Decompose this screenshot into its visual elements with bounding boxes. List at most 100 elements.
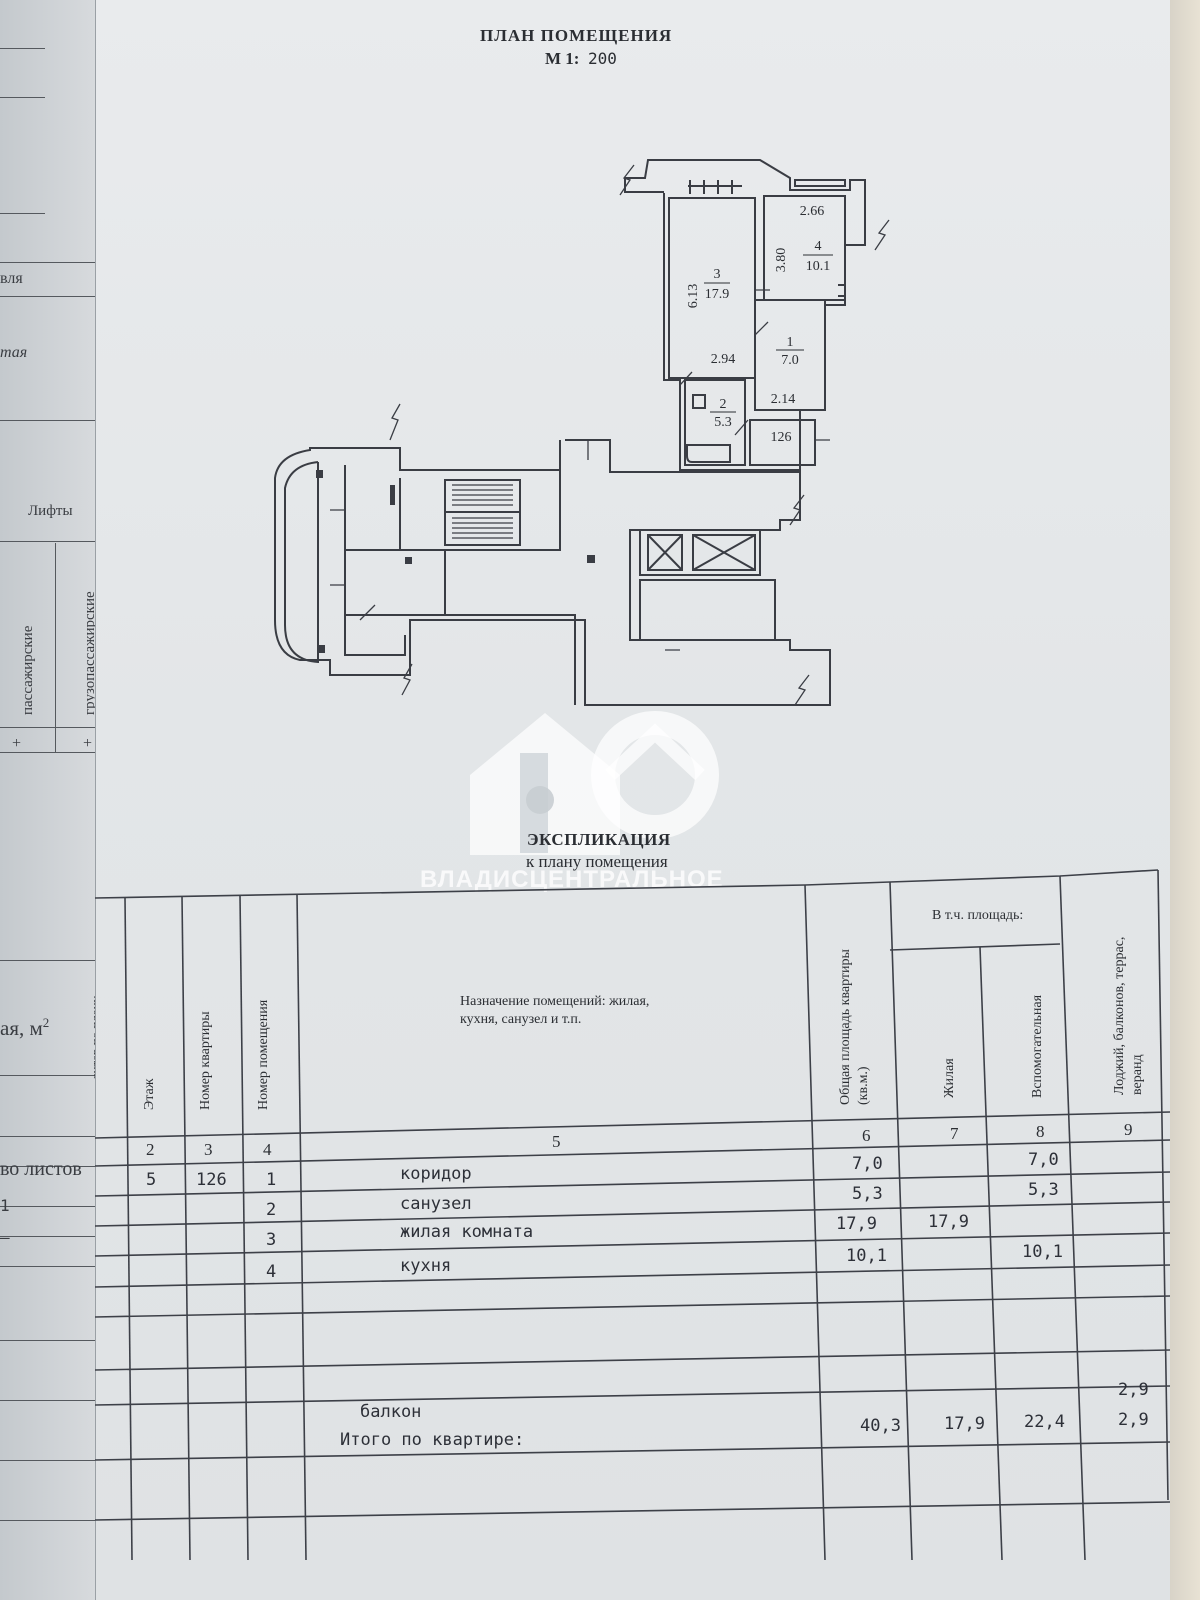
rule-line (0, 1206, 95, 1207)
plus-mark: + (12, 735, 22, 752)
total-area-sum: 40,3 (860, 1416, 901, 1436)
rule-line (0, 1236, 95, 1237)
inner-wall (345, 478, 576, 705)
rule-line (0, 1460, 95, 1461)
rule-line (0, 262, 100, 263)
plan-scale: М 1: 200 (545, 49, 617, 69)
cell-room-name: коридор (400, 1164, 472, 1184)
room-2-area: 5.3 (714, 415, 732, 430)
dimension-label: 6.13 (686, 284, 701, 309)
column-number: 3 (204, 1140, 213, 1159)
room-1-number: 1 (787, 335, 794, 350)
watermark-logo (470, 711, 719, 855)
cell-aux-area: 10,1 (1022, 1242, 1063, 1262)
apartment-number-label: 126 (771, 430, 792, 445)
column-mark (390, 485, 395, 505)
watermark-text: ВЛАДИСЦЕНТРАЛЬНОЕ (420, 866, 724, 893)
staircase (444, 479, 521, 546)
explication-subtitle: к плану помещения (526, 852, 668, 871)
header-auxiliary: Вспомогательная (1030, 994, 1045, 1098)
plan-title: ПЛАН ПОМЕЩЕНИЯ (480, 26, 673, 45)
break-mark (794, 674, 810, 706)
column-number: 8 (1036, 1122, 1045, 1141)
balcony-area-value: 2,9 (1118, 1380, 1149, 1400)
cell-room: 2 (266, 1200, 277, 1220)
total-balcony-sum: 2,9 (1118, 1410, 1149, 1430)
column-line (55, 543, 56, 753)
row-value: – (0, 1228, 10, 1247)
cell-room: 4 (266, 1262, 277, 1282)
lift-car (647, 534, 683, 571)
lifts-label: Лифты (28, 503, 73, 519)
rule-line (0, 1166, 95, 1167)
balcony-label: балкон (360, 1402, 422, 1422)
explication-title: ЭКСПЛИКАЦИЯ (527, 830, 671, 849)
digit-zero-icon (591, 711, 719, 839)
cell-room-name: кухня (400, 1256, 452, 1276)
door-mark (330, 289, 830, 651)
header-apartment-number: Номер квартиры (198, 1011, 213, 1110)
room-3-number: 3 (714, 267, 721, 282)
sink-mark (838, 284, 846, 297)
dimension-label: 3.80 (774, 248, 789, 273)
total-living-sum: 17,9 (944, 1414, 985, 1434)
dimension-label: 2.14 (771, 392, 796, 407)
room-4-area: 10.1 (806, 259, 831, 274)
floor-plan: 3 17.9 4 10.1 1 7.0 2 5.3 6.13 2.94 2.66… (274, 159, 890, 706)
header-balcony: веранд (1130, 1054, 1145, 1095)
loggia-outline (284, 461, 319, 664)
scale-value: 200 (587, 49, 617, 68)
rule-line (0, 1340, 95, 1341)
rule-line (0, 727, 100, 728)
column-number: 9 (1124, 1120, 1133, 1139)
rule-line (0, 48, 45, 49)
break-mark (389, 403, 401, 441)
row-value: 1 (0, 1196, 10, 1215)
column-mark (316, 470, 323, 478)
cell-room-name: санузел (400, 1194, 472, 1214)
header-purpose: Назначение помещений: жилая, (460, 994, 650, 1009)
rule-line (0, 1400, 95, 1401)
lift-shaft-outline (639, 529, 761, 576)
room-3-area: 17.9 (705, 287, 730, 302)
dimension-label: 2.66 (800, 204, 825, 219)
break-mark (401, 663, 413, 696)
column-mark (587, 555, 595, 563)
apartment-outline (624, 159, 866, 471)
room-4-number: 4 (815, 239, 822, 254)
break-mark (619, 164, 635, 196)
room-1-area: 7.0 (781, 353, 799, 368)
header-room-number: Номер помещения (256, 999, 271, 1110)
rule-line (0, 541, 100, 542)
common-area-outline (274, 439, 831, 706)
header-total-area: Общая площадь квартиры (838, 949, 853, 1105)
cell-floor: 5 (146, 1170, 157, 1190)
rule-line (0, 1136, 95, 1137)
cell-room: 1 (266, 1170, 277, 1190)
rule-line (0, 420, 100, 421)
room-1-wall (754, 299, 826, 411)
rule-line (0, 213, 45, 214)
room-4-wall (763, 195, 846, 301)
header-purpose: кухня, санузел и т.п. (460, 1012, 582, 1027)
rule-line (0, 1520, 95, 1521)
break-mark (874, 219, 890, 251)
scale-label: М 1: (545, 49, 580, 68)
toilet-mark (692, 394, 706, 409)
area-unit-label: ая, м2 (0, 1015, 50, 1040)
stair-steps (452, 484, 513, 506)
rule-line (0, 97, 45, 98)
lift-car (692, 534, 756, 571)
cell-room: 3 (266, 1230, 277, 1250)
room-2-number: 2 (720, 397, 727, 412)
sheet-fragment-text: тая (0, 344, 28, 361)
column-number: 2 (146, 1140, 155, 1159)
cell-total-area: 10,1 (846, 1246, 887, 1266)
plus-mark: + (83, 735, 93, 752)
column-number: 4 (263, 1140, 272, 1159)
sheet-fragment-text: вля (0, 270, 23, 287)
rule-line (0, 1266, 95, 1267)
column-mark (318, 645, 325, 653)
break-mark (789, 494, 805, 526)
total-label: Итого по квартире: (340, 1430, 525, 1450)
